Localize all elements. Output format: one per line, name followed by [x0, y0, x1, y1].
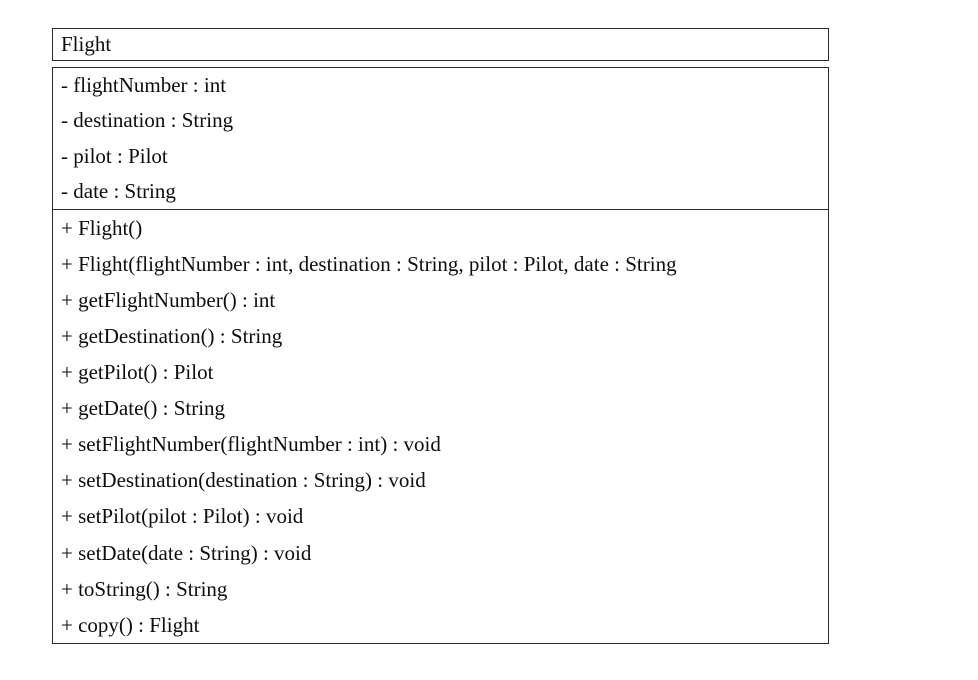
attribute-row: - date : String	[61, 179, 176, 204]
class-title-box: Flight	[52, 28, 829, 61]
method-row: + getDate() : String	[61, 396, 226, 421]
method-row: + getPilot() : Pilot	[61, 360, 214, 385]
method-row: + toString() : String	[61, 576, 228, 601]
class-body-box: - flightNumber : int - destination : Stri…	[52, 67, 829, 645]
method-row: + setDestination(destination : String) :…	[61, 468, 426, 493]
method-row: + setFlightNumber(flightNumber : int) : …	[61, 432, 441, 457]
method-row: + getFlightNumber() : int	[61, 287, 276, 312]
method-row: + getDestination() : String	[61, 324, 283, 349]
uml-class-diagram: Flight - flightNumber : int - destination…	[52, 28, 829, 645]
method-row: + setPilot(pilot : Pilot) : void	[61, 504, 304, 529]
method-row: + setDate(date : String) : void	[61, 540, 312, 565]
attribute-row: - destination : String	[61, 108, 234, 133]
method-row: + Flight()	[61, 215, 143, 240]
methods-compartment: + Flight() + Flight(flightNumber : int, d…	[53, 209, 828, 643]
attributes-compartment: - flightNumber : int - destination : Stri…	[53, 68, 828, 209]
attribute-row: - flightNumber : int	[61, 73, 227, 98]
method-row: + Flight(flightNumber : int, destination…	[61, 251, 677, 276]
method-row: + copy() : Flight	[61, 612, 200, 637]
class-name: Flight	[61, 32, 112, 56]
attribute-row: - pilot : Pilot	[61, 143, 168, 168]
